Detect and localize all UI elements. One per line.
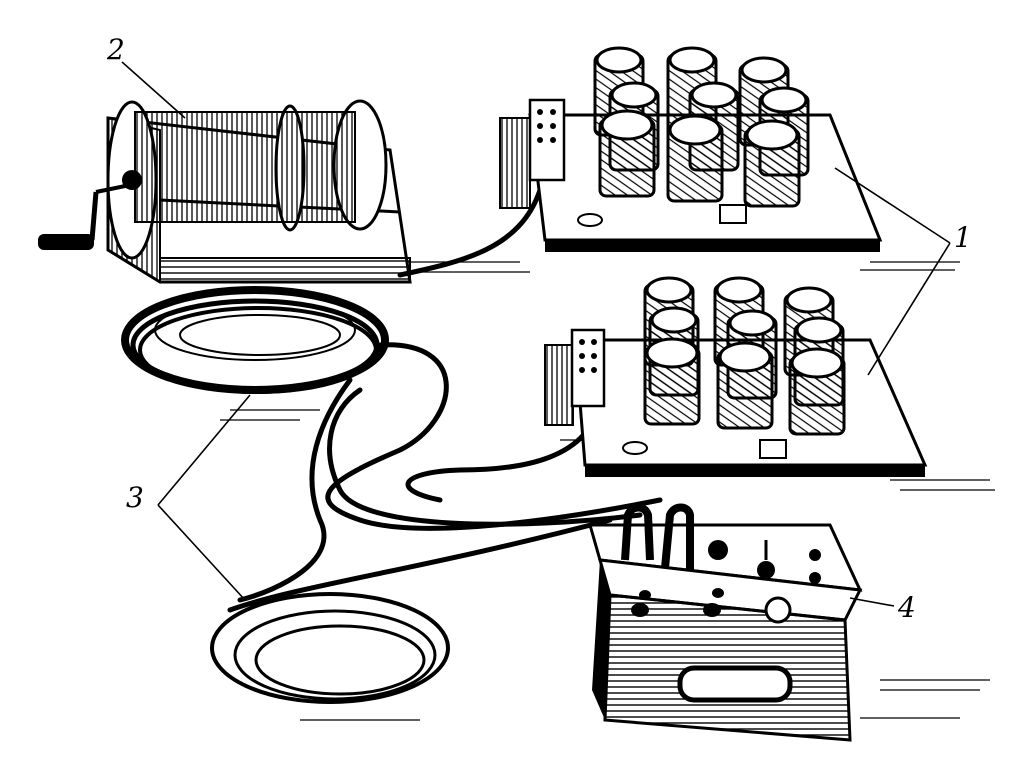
callout-label-3: 3 — [126, 481, 144, 514]
control-console-icon — [588, 503, 863, 742]
callout-label-1: 1 — [954, 221, 972, 254]
callout-label-4: 4 — [898, 591, 916, 624]
cable-coil-icon — [121, 286, 450, 704]
cable-reel-icon — [38, 99, 412, 284]
detector-array-icon — [499, 46, 928, 477]
connecting-cables — [227, 187, 663, 613]
callout-leaders — [121, 61, 951, 607]
callout-label-2: 2 — [107, 33, 125, 66]
